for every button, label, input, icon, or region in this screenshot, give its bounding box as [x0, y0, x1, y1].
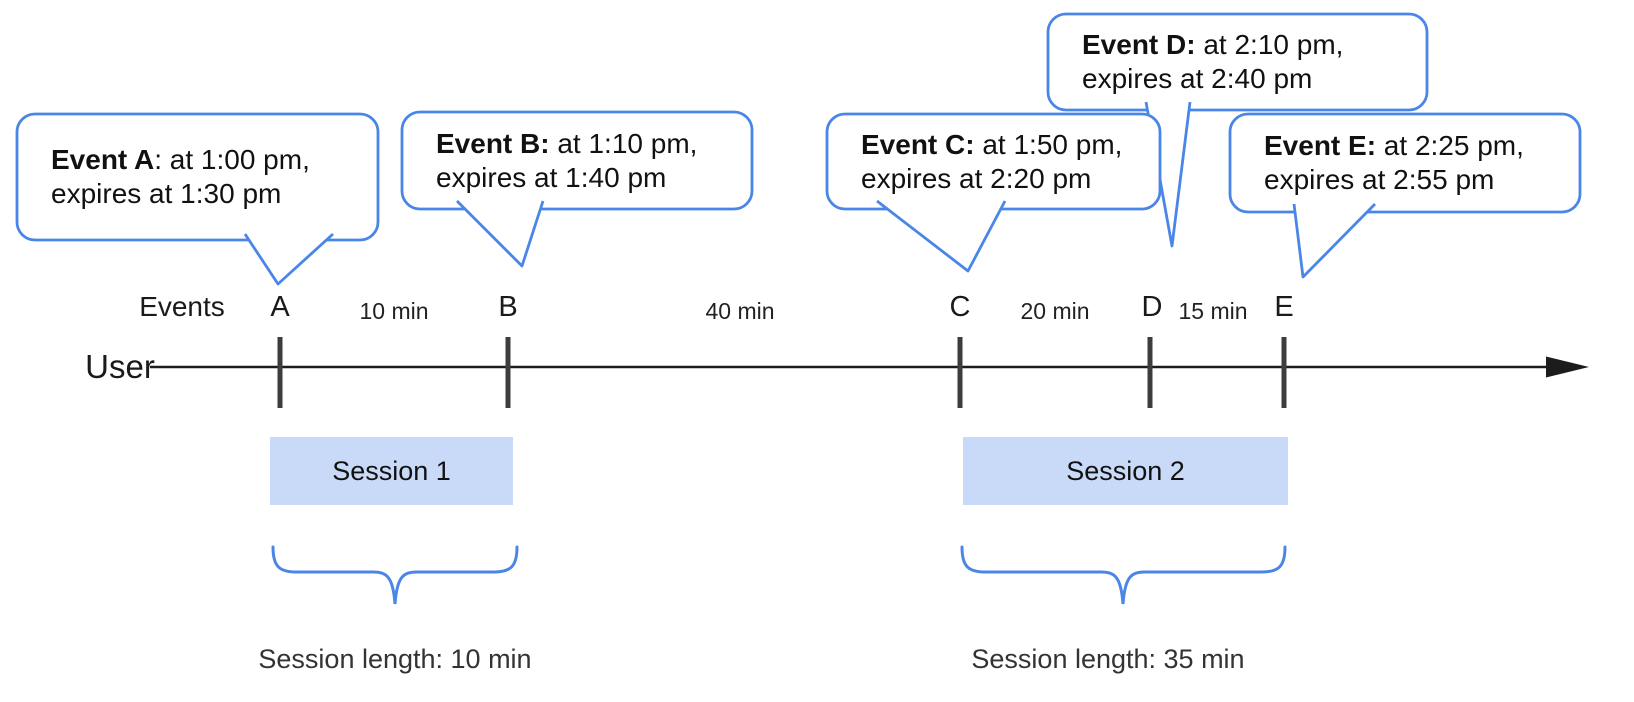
bubble-e-title: Event E:	[1264, 130, 1377, 161]
bubble-b-title: Event B:	[436, 127, 550, 159]
marker-c: C	[949, 290, 971, 323]
bubble-a-title: Event A	[51, 144, 155, 175]
speech-bubble-c-tail	[876, 199, 1007, 273]
bubble-b-text: Event B: at 1:10 pm, expires at 1:40 pm	[402, 112, 752, 209]
bubble-a-text: Event A: at 1:00 pm, expires at 1:30 pm	[17, 114, 378, 240]
speech-bubble-b	[400, 110, 754, 211]
events-axis-label: Events	[139, 291, 225, 322]
bubble-d-text: Event D: at 2:10 pm, expires at 2:40 pm	[1048, 14, 1427, 110]
bubble-c-title: Event C:	[861, 128, 975, 160]
interval-c-d: 20 min	[1020, 297, 1090, 324]
marker-e: E	[1274, 290, 1294, 323]
speech-bubble-a-tail	[243, 232, 334, 286]
session-2-brace	[960, 545, 1287, 605]
bubble-a-line2: expires at 1:30 pm	[51, 178, 282, 209]
session-2-label: Session 2	[1066, 455, 1185, 486]
session-2-box	[963, 437, 1288, 505]
bubble-b-line2: expires at 1:40 pm	[436, 161, 667, 193]
session-1-label: Session 1	[332, 455, 451, 486]
session-2-length-label: Session length: 35 min	[971, 643, 1245, 674]
interval-d-e: 15 min	[1178, 297, 1248, 324]
speech-bubble-d	[1046, 12, 1429, 112]
bubble-c-line2: expires at 2:20 pm	[861, 162, 1092, 194]
marker-d: D	[1141, 290, 1163, 323]
bubble-d-line2: expires at 2:40 pm	[1082, 63, 1313, 94]
bubble-e-text: Event E: at 2:25 pm, expires at 2:55 pm	[1230, 114, 1580, 212]
speech-bubble-e-tail	[1292, 203, 1376, 279]
timeline-arrowhead-icon	[1546, 356, 1589, 378]
interval-a-b: 10 min	[359, 297, 429, 324]
marker-b: B	[498, 290, 518, 323]
speech-bubble-e	[1228, 112, 1582, 214]
speech-bubble-a	[15, 112, 380, 242]
marker-a: A	[270, 290, 290, 323]
speech-bubble-b-tail	[456, 200, 545, 268]
session-1-box	[270, 437, 513, 505]
session-1-length-label: Session length: 10 min	[258, 643, 532, 674]
interval-b-c: 40 min	[705, 297, 775, 324]
bubble-e-line2: expires at 2:55 pm	[1264, 164, 1495, 195]
user-axis-label: User	[85, 348, 155, 385]
bubble-d-title: Event D:	[1082, 29, 1196, 60]
session-1-brace	[271, 545, 519, 605]
bubble-c-text: Event C: at 1:50 pm, expires at 2:20 pm	[827, 114, 1160, 209]
